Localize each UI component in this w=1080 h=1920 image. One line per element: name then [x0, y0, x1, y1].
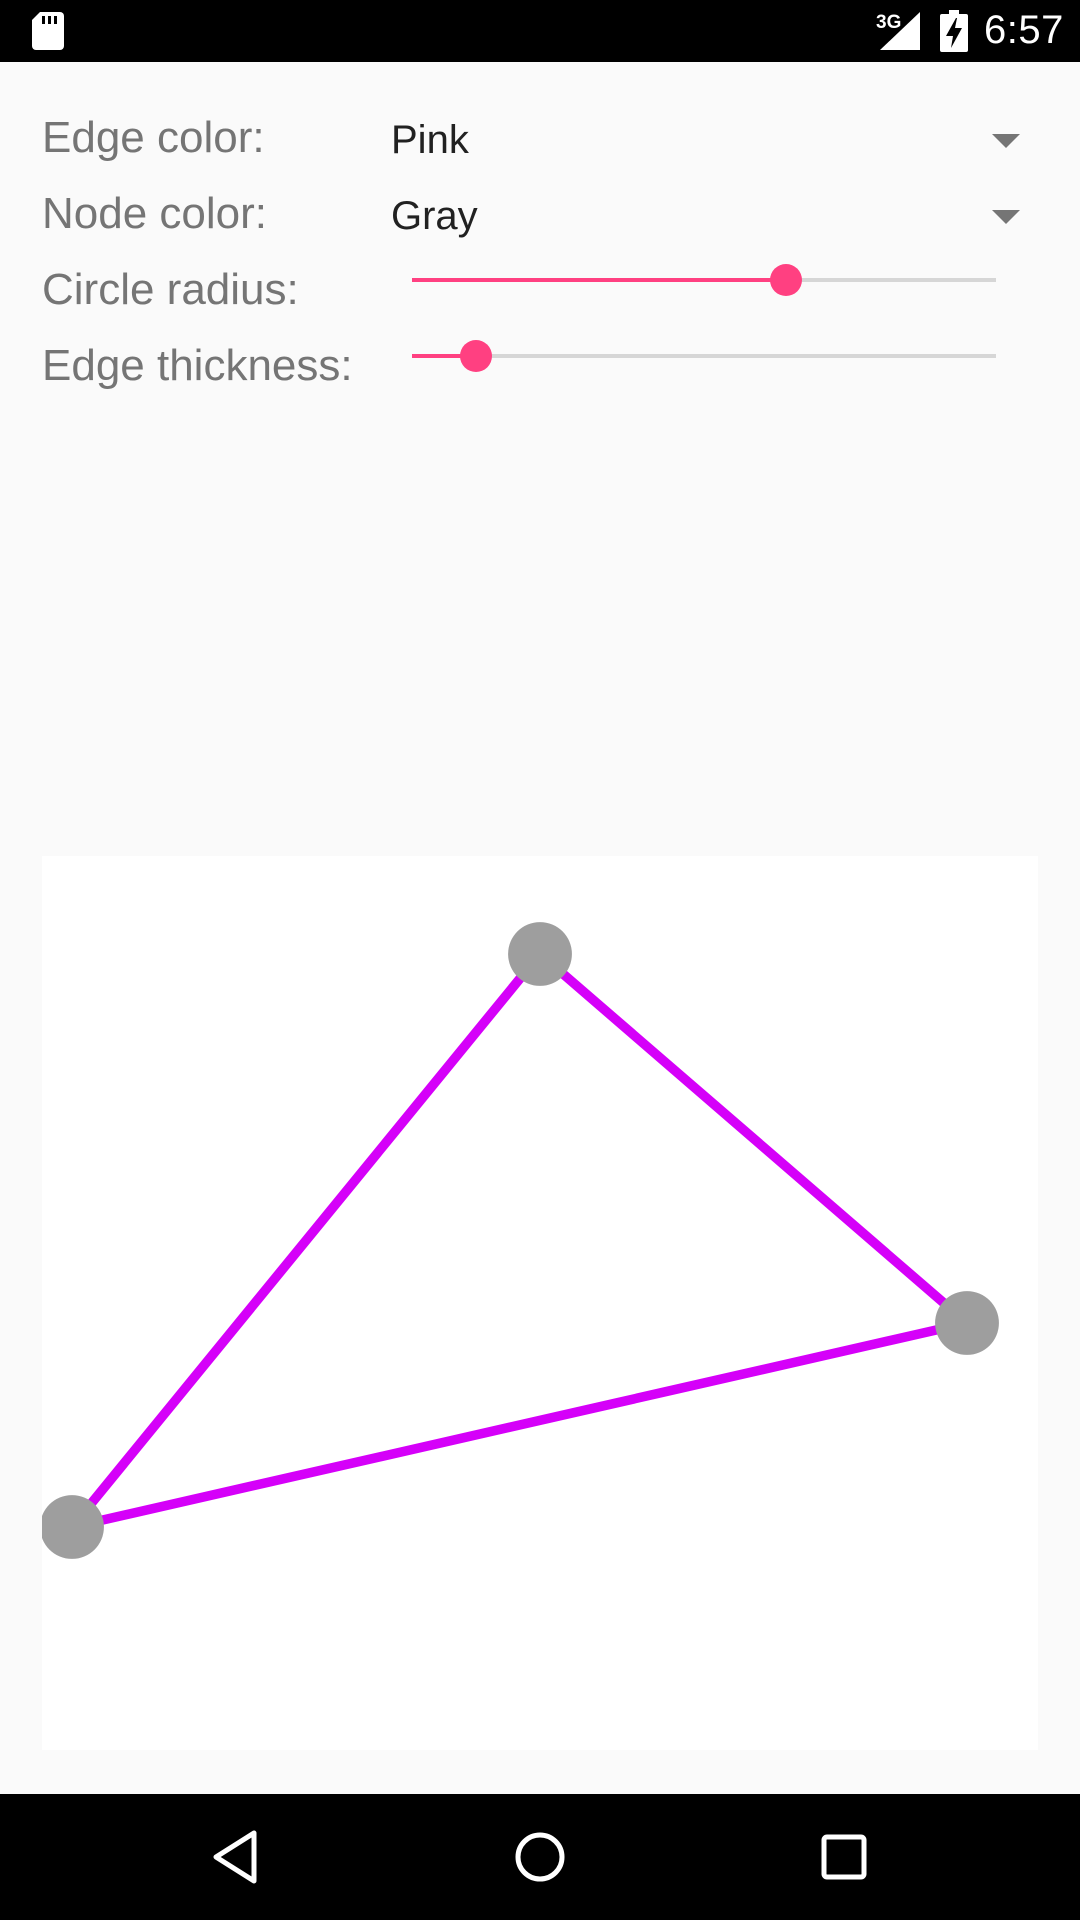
battery-charging-icon: [940, 10, 968, 52]
recents-icon[interactable]: [814, 1827, 874, 1887]
node-color-dropdown[interactable]: Gray: [390, 186, 1030, 246]
edge-thickness-label: Edge thickness:: [42, 341, 353, 390]
graph-edge: [67, 1318, 972, 1532]
graph-canvas[interactable]: [42, 856, 1038, 1750]
sd-card-icon: [32, 12, 64, 50]
slider-track: [412, 354, 996, 358]
slider-thumb[interactable]: [460, 340, 493, 372]
signal-icon: [880, 12, 920, 50]
node-color-value: Gray: [391, 194, 478, 238]
dropdown-arrow-icon: [992, 134, 1020, 148]
graph-edge: [535, 949, 972, 1328]
slider-fill: [412, 354, 477, 358]
navigation-bar: [0, 1794, 1080, 1920]
edge-color-dropdown[interactable]: Pink: [390, 110, 1030, 170]
network-type: 3G: [876, 12, 902, 33]
edge-color-label: Edge color:: [42, 113, 265, 162]
circle-radius-label: Circle radius:: [42, 265, 299, 314]
dropdown-arrow-icon: [992, 210, 1020, 224]
circle-radius-slider[interactable]: [412, 260, 996, 300]
slider-fill: [412, 278, 786, 282]
graph-node[interactable]: [508, 922, 572, 986]
graph-node[interactable]: [42, 1495, 104, 1559]
status-bar: 3G 6:57: [0, 0, 1080, 62]
graph-node[interactable]: [935, 1291, 999, 1355]
edge-color-value: Pink: [391, 118, 469, 162]
clock: 6:57: [984, 8, 1064, 52]
edge-thickness-slider[interactable]: [412, 336, 996, 376]
back-icon[interactable]: [206, 1827, 266, 1887]
slider-thumb[interactable]: [769, 264, 802, 296]
node-color-label: Node color:: [42, 189, 268, 238]
graph-edge: [67, 949, 545, 1532]
home-icon[interactable]: [510, 1827, 570, 1887]
